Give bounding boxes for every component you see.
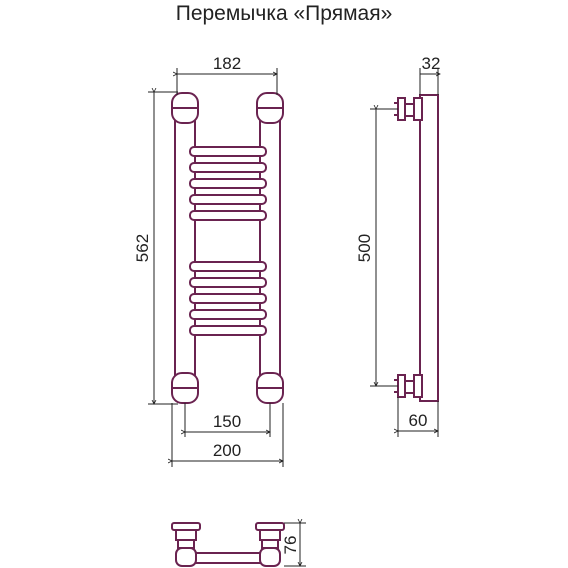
rungs-lower: [189, 261, 267, 336]
side-rail: [419, 94, 439, 402]
dim-outer-width: 200: [213, 441, 241, 460]
connector-bottom-left: [171, 372, 199, 404]
dim-inner-width: 150: [213, 412, 241, 431]
dim-top-width: 182: [213, 54, 241, 73]
connector-bottom-right: [256, 372, 284, 404]
side-fitting-top: [394, 97, 423, 121]
plan-fitting-left: [171, 522, 201, 567]
page-title: Перемычка «Прямая»: [175, 2, 393, 25]
dim-height: 562: [133, 234, 152, 262]
plan-fitting-right: [255, 522, 285, 567]
plan-view: [171, 522, 285, 567]
plan-dimensions: [284, 523, 306, 566]
rungs-upper: [189, 146, 267, 221]
connector-top-right: [256, 92, 284, 124]
dim-depth-top: 32: [422, 54, 441, 73]
front-view: [171, 92, 284, 404]
connector-top-left: [171, 92, 199, 124]
dim-center-distance: 500: [355, 234, 374, 262]
dim-depth-bottom: 60: [409, 411, 428, 430]
side-view: [394, 94, 439, 402]
side-dimensions: [370, 68, 440, 437]
front-dimensions: [148, 68, 283, 467]
side-fitting-bottom: [394, 374, 423, 398]
dim-plan-depth: 76: [281, 536, 300, 555]
